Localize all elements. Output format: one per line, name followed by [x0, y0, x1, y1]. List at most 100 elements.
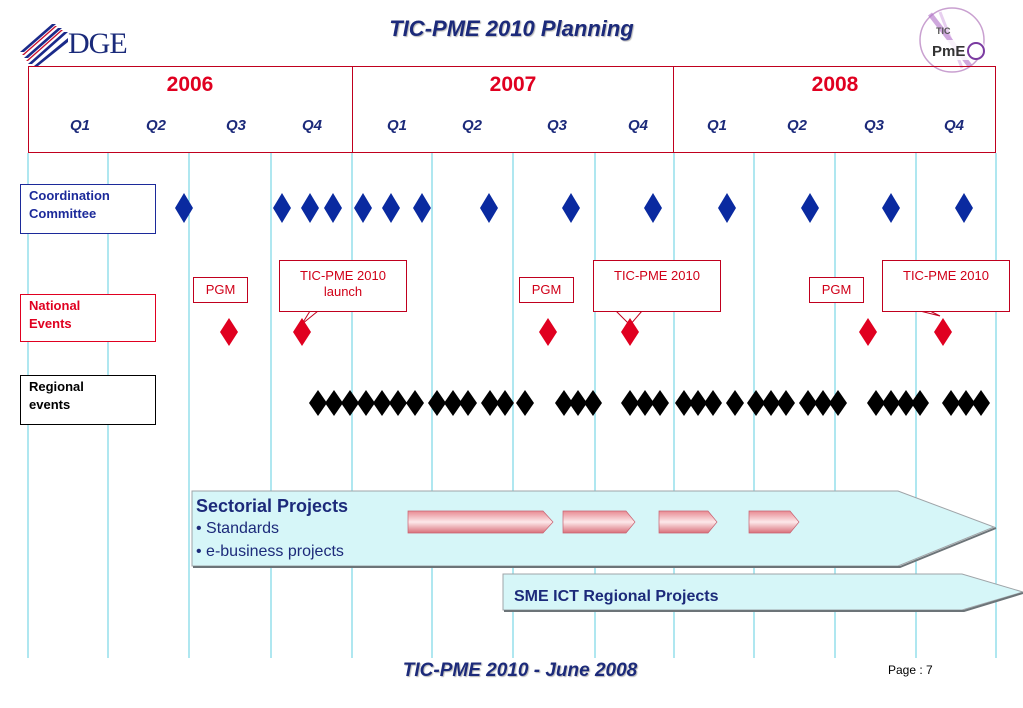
regional-event-diamond [704, 390, 722, 416]
coordination-diamond [301, 193, 319, 223]
regional-event-diamond [516, 390, 534, 416]
regional-event-diamond [882, 390, 900, 416]
sectorial-progress-arrow-4 [748, 510, 800, 534]
regional-event-diamond [829, 390, 847, 416]
sme-projects-arrow [502, 573, 1023, 611]
regional-event-diamond [621, 390, 639, 416]
regional-event-diamond [957, 390, 975, 416]
regional-event-diamond [651, 390, 669, 416]
year-label-2007: 2007 [489, 73, 537, 96]
regional-event-diamond [555, 390, 573, 416]
sectorial-projects-title: Sectorial Projects [196, 496, 349, 516]
regional-event-diamond [309, 390, 327, 416]
coordination-diamonds [175, 193, 973, 223]
dge-logo [20, 24, 68, 66]
regional-event-diamond [762, 390, 780, 416]
regional-event-diamond [406, 390, 424, 416]
sectorial-progress-arrow-2 [562, 510, 636, 534]
coordination-diamond [413, 193, 431, 223]
tic2008-callout: TIC-PME 2010 [882, 260, 1010, 312]
coordination-diamond [562, 193, 580, 223]
sme-projects-title: SME ICT Regional Projects [514, 588, 719, 605]
coordination-diamond [480, 193, 498, 223]
page-title: TIC-PME 2010 Planning [389, 16, 634, 41]
tic2008-callout-pointer [919, 310, 941, 317]
regional-event-diamond [341, 390, 359, 416]
national-event-diamond [220, 318, 238, 346]
regional-event-diamond [911, 390, 929, 416]
regional-event-diamond [867, 390, 885, 416]
regional-event-diamond [444, 390, 462, 416]
coordination-diamond [882, 193, 900, 223]
pgm-callout-2008: PGM [809, 277, 864, 303]
regional-event-diamond [569, 390, 587, 416]
coordination-diamond [324, 193, 342, 223]
sectorial-item-ebusiness: • e-business projects [196, 543, 344, 560]
coordination-diamond [175, 193, 193, 223]
regional-event-diamond [972, 390, 990, 416]
regional-event-diamond [481, 390, 499, 416]
quarter-label: Q1 [69, 117, 90, 134]
coordination-diamond [273, 193, 291, 223]
sectorial-item-standards: • Standards [196, 520, 279, 537]
year-label-2008: 2008 [811, 73, 859, 96]
regional-event-diamond [675, 390, 693, 416]
pgm-callout-2006: PGM [193, 277, 248, 303]
coordination-diamond [644, 193, 662, 223]
year-label-2006: 2006 [166, 73, 214, 96]
quarter-label: Q3 [863, 117, 884, 134]
regional-event-diamond [814, 390, 832, 416]
national-event-diamond [859, 318, 877, 346]
quarter-label: Q2 [145, 117, 166, 134]
regional-event-diamond [636, 390, 654, 416]
footer-text: TIC-PME 2010 - June 2008 [402, 660, 638, 681]
regional-diamonds [309, 390, 990, 416]
regional-event-diamond [584, 390, 602, 416]
tic-pme-logo: TIC PmE [919, 7, 985, 73]
svg-text:TIC: TIC [936, 26, 951, 36]
sectorial-progress-arrow-3 [658, 510, 718, 534]
regional-event-diamond [325, 390, 343, 416]
quarter-label: Q3 [225, 117, 246, 134]
regional-event-diamond [373, 390, 391, 416]
svg-text:PmE: PmE [932, 43, 965, 60]
dge-logo-text: DGE [68, 27, 128, 60]
regional-event-diamond [799, 390, 817, 416]
national-event-diamond [934, 318, 952, 346]
regional-event-diamond [747, 390, 765, 416]
regional-event-diamond [428, 390, 446, 416]
national-event-diamond [539, 318, 557, 346]
regional-event-diamond [389, 390, 407, 416]
coordination-diamond [955, 193, 973, 223]
quarter-label: Q2 [461, 117, 482, 134]
quarter-label: Q4 [301, 117, 322, 134]
regional-event-diamond [897, 390, 915, 416]
coordination-diamond [354, 193, 372, 223]
quarter-label: Q4 [627, 117, 648, 134]
national-diamonds [220, 318, 952, 346]
quarter-label: Q2 [786, 117, 807, 134]
national-event-diamond [621, 318, 639, 346]
tic2007-callout: TIC-PME 2010 [593, 260, 721, 312]
regional-event-diamond [357, 390, 375, 416]
regional-event-diamond [496, 390, 514, 416]
sectorial-progress-arrow-1 [407, 510, 554, 534]
page-number: Page : 7 [888, 663, 933, 677]
regional-event-diamond [459, 390, 477, 416]
quarter-label: Q3 [546, 117, 567, 134]
coordination-diamond [801, 193, 819, 223]
quarter-label: Q1 [706, 117, 727, 134]
coordination-diamond [718, 193, 736, 223]
national-event-diamond [293, 318, 311, 346]
regional-event-diamond [726, 390, 744, 416]
quarter-label: Q4 [943, 117, 964, 134]
regional-event-diamond [689, 390, 707, 416]
timeline-header [28, 66, 996, 153]
regional-event-diamond [942, 390, 960, 416]
regional-event-diamond [777, 390, 795, 416]
coordination-diamond [382, 193, 400, 223]
